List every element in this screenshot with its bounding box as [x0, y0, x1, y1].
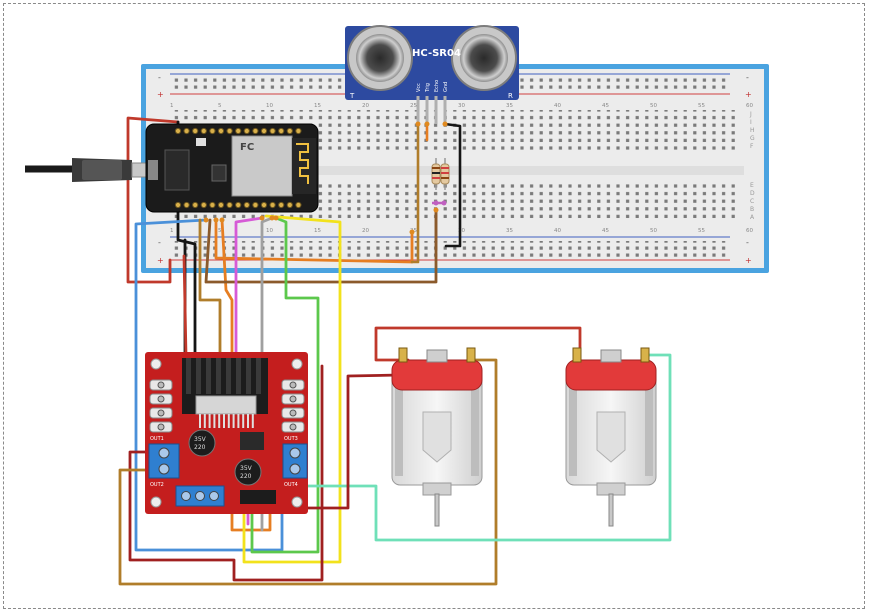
jumper-wire — [374, 326, 582, 362]
col-number-top: 30 — [458, 103, 465, 109]
sensor-pin-label: Gnd — [443, 82, 449, 92]
jumper-wire — [304, 373, 402, 510]
jumper-wire — [134, 218, 284, 552]
out4-label: OUT4 — [284, 482, 298, 488]
sensor-pin-label: Vcc — [416, 83, 422, 92]
jumper-wire — [443, 122, 462, 248]
sensor-pin-label: Echo — [434, 80, 440, 92]
jumper-wire — [214, 218, 414, 264]
esp-module-shield — [231, 135, 293, 197]
sensor-model-label: HC-SR04 — [412, 48, 461, 59]
col-number-bottom: 1 — [170, 228, 174, 234]
jumper-wire — [182, 254, 188, 358]
col-number-bottom: 35 — [506, 228, 513, 234]
row-letter: J — [749, 111, 752, 118]
row-letter: F — [750, 143, 754, 150]
col-number-top: 25 — [410, 103, 417, 109]
row-letter: E — [750, 182, 754, 189]
col-number-top: 20 — [362, 103, 369, 109]
col-number-top: 10 — [266, 103, 273, 109]
col-number-bottom: 30 — [458, 228, 465, 234]
motor-driver-board: 35V 220 35V 220 OUT1 OUT2 — [145, 352, 308, 514]
nodemcu-logo: FC — [240, 142, 254, 153]
col-number-bottom: 10 — [266, 228, 273, 234]
out1-label: OUT1 — [150, 436, 164, 442]
transducer-left — [356, 34, 404, 82]
row-letter: G — [750, 135, 755, 142]
rail-plus-tl: + — [157, 90, 164, 99]
jumper-wire — [118, 358, 498, 586]
jumper-wire — [250, 216, 320, 554]
capacitor-icon: 35V 220 35V 220 — [188, 429, 262, 486]
jumper-wire — [410, 122, 420, 264]
cap1-value: 220 — [194, 444, 206, 451]
terminal-block-icon — [148, 443, 308, 507]
dc-motor-icon — [391, 347, 483, 527]
cap2-voltage: 35V — [240, 465, 253, 472]
col-number-bottom: 40 — [554, 228, 561, 234]
transducer-right — [460, 34, 508, 82]
col-number-bottom: 5 — [218, 228, 222, 234]
cap2-value: 220 — [240, 473, 252, 480]
row-letter: H — [750, 127, 755, 134]
col-number-bottom: 45 — [602, 228, 609, 234]
col-number-top: 55 — [698, 103, 705, 109]
row-letter: I — [750, 119, 752, 126]
dc-motor-icon — [565, 347, 657, 527]
row-letter: D — [750, 190, 755, 197]
jumper-wire — [242, 214, 342, 564]
sensor-pin-label: Trig — [425, 83, 431, 93]
row-letter: B — [750, 206, 754, 213]
row-letter: C — [750, 198, 754, 205]
col-number-top: 60 — [746, 103, 753, 109]
sensor-right-mark: R — [508, 92, 513, 100]
col-number-top: 15 — [314, 103, 321, 109]
sensor-left-mark: T — [349, 92, 355, 100]
usb-cable-icon — [25, 158, 149, 182]
cap1-voltage: 35V — [194, 436, 207, 443]
col-number-top: 5 — [218, 103, 222, 109]
nodemcu-board: FC — [145, 123, 319, 213]
out2-label: OUT2 — [150, 482, 164, 488]
rail-minus-br: - — [746, 238, 749, 247]
col-number-bottom: 20 — [362, 228, 369, 234]
center-channel — [166, 166, 744, 175]
col-number-bottom: 50 — [650, 228, 657, 234]
col-number-bottom: 55 — [698, 228, 705, 234]
col-number-top: 1 — [170, 103, 174, 109]
bottom-power-rail — [170, 241, 730, 257]
col-number-bottom: 60 — [746, 228, 753, 234]
jumper-wire — [126, 116, 180, 284]
col-number-bottom: 15 — [314, 228, 321, 234]
out3-label: OUT3 — [284, 436, 298, 442]
diagram-frame — [3, 3, 865, 609]
rail-minus-tr: - — [746, 73, 749, 82]
col-number-top: 35 — [506, 103, 513, 109]
col-number-top: 45 — [602, 103, 609, 109]
rail-minus-bl: - — [158, 238, 161, 247]
col-number-top: 40 — [554, 103, 561, 109]
rail-plus-bl: + — [157, 256, 164, 265]
jumper-wire — [128, 364, 324, 582]
row-letter: A — [750, 214, 755, 221]
col-number-top: 50 — [650, 103, 657, 109]
rail-plus-br: + — [745, 256, 752, 265]
rail-minus-tl: - — [158, 73, 161, 82]
rail-plus-tr: + — [745, 90, 752, 99]
resistor-icon — [431, 158, 450, 206]
